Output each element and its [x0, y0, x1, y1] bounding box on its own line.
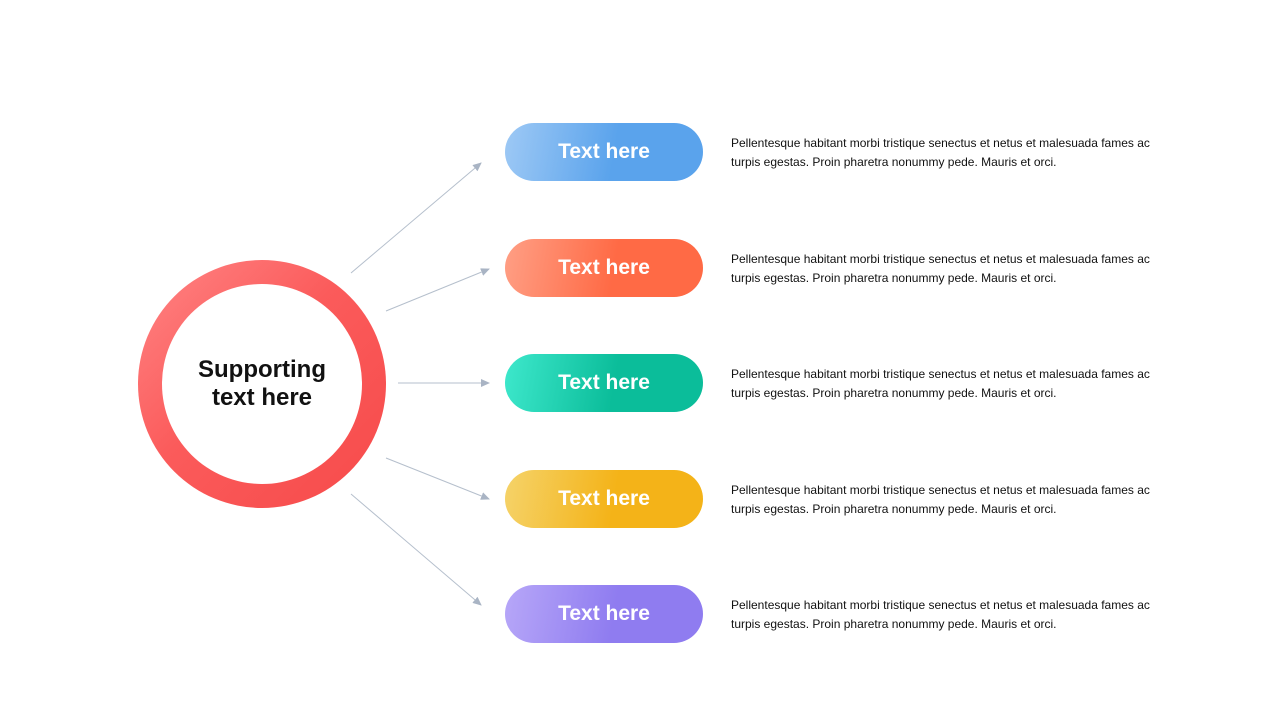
- connector-arrow-5: [350, 493, 482, 606]
- item-description-4: Pellentesque habitant morbi tristique se…: [731, 483, 1150, 516]
- item-description-1: Pellentesque habitant morbi tristique se…: [731, 136, 1150, 169]
- item-pill-3[interactable]: Text here: [505, 354, 703, 412]
- connector-arrow-2: [385, 268, 490, 312]
- item-pill-4[interactable]: Text here: [505, 470, 703, 528]
- item-description-5: Pellentesque habitant morbi tristique se…: [731, 598, 1150, 631]
- item-pill-5[interactable]: Text here: [505, 585, 703, 643]
- item-pill-1[interactable]: Text here: [505, 123, 703, 181]
- item-description-2: Pellentesque habitant morbi tristique se…: [731, 252, 1150, 285]
- connector-arrow-1: [350, 162, 482, 274]
- item-description-3: Pellentesque habitant morbi tristique se…: [731, 367, 1150, 400]
- hub-inner: Supporting text here: [162, 284, 362, 484]
- hub-circle: Supporting text here: [138, 260, 386, 508]
- connector-arrow-4: [385, 457, 490, 500]
- item-pill-2[interactable]: Text here: [505, 239, 703, 297]
- hub-label: Supporting text here: [198, 356, 326, 411]
